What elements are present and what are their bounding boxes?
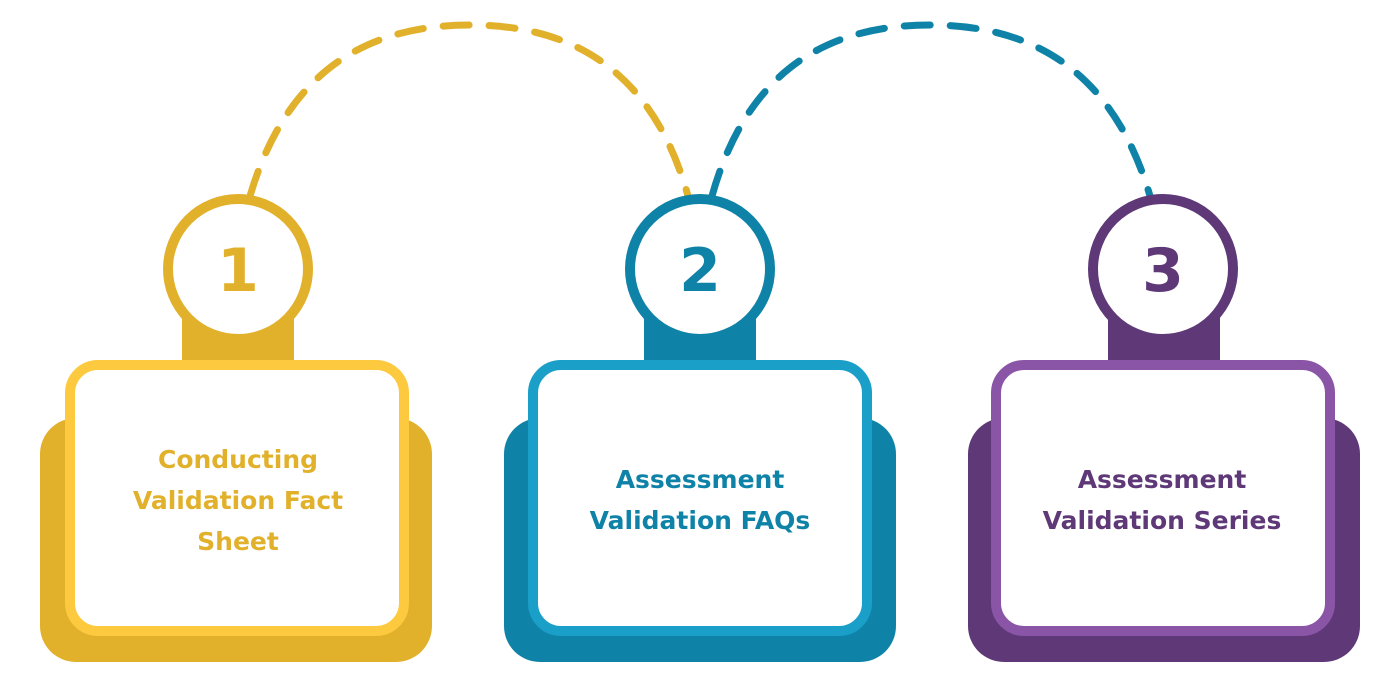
step-2-number-badge (625, 194, 775, 344)
dashed-arc-connector-2-3 (708, 21, 1154, 200)
step-3-group: 3 (968, 194, 1360, 662)
dashed-arc-connector-1-2 (246, 21, 692, 200)
step-2-number: 2 (679, 236, 721, 306)
step-2-label: Assessment Validation FAQs (589, 465, 811, 535)
step-1-label: Conducting Validation Fact Sheet (132, 444, 344, 556)
step-1-number-badge (163, 194, 313, 344)
step-3-card (991, 360, 1335, 636)
step-3-number: 3 (1142, 236, 1184, 306)
step-2-group: 2 (504, 194, 896, 662)
step-1-group: 1 (40, 194, 432, 662)
step-3-number-badge (1088, 194, 1238, 344)
step-1-number: 1 (217, 236, 259, 306)
step-1-card (65, 360, 409, 636)
step-3-label: Assessment Validation Series (1042, 465, 1282, 535)
step-2-card (528, 360, 872, 636)
